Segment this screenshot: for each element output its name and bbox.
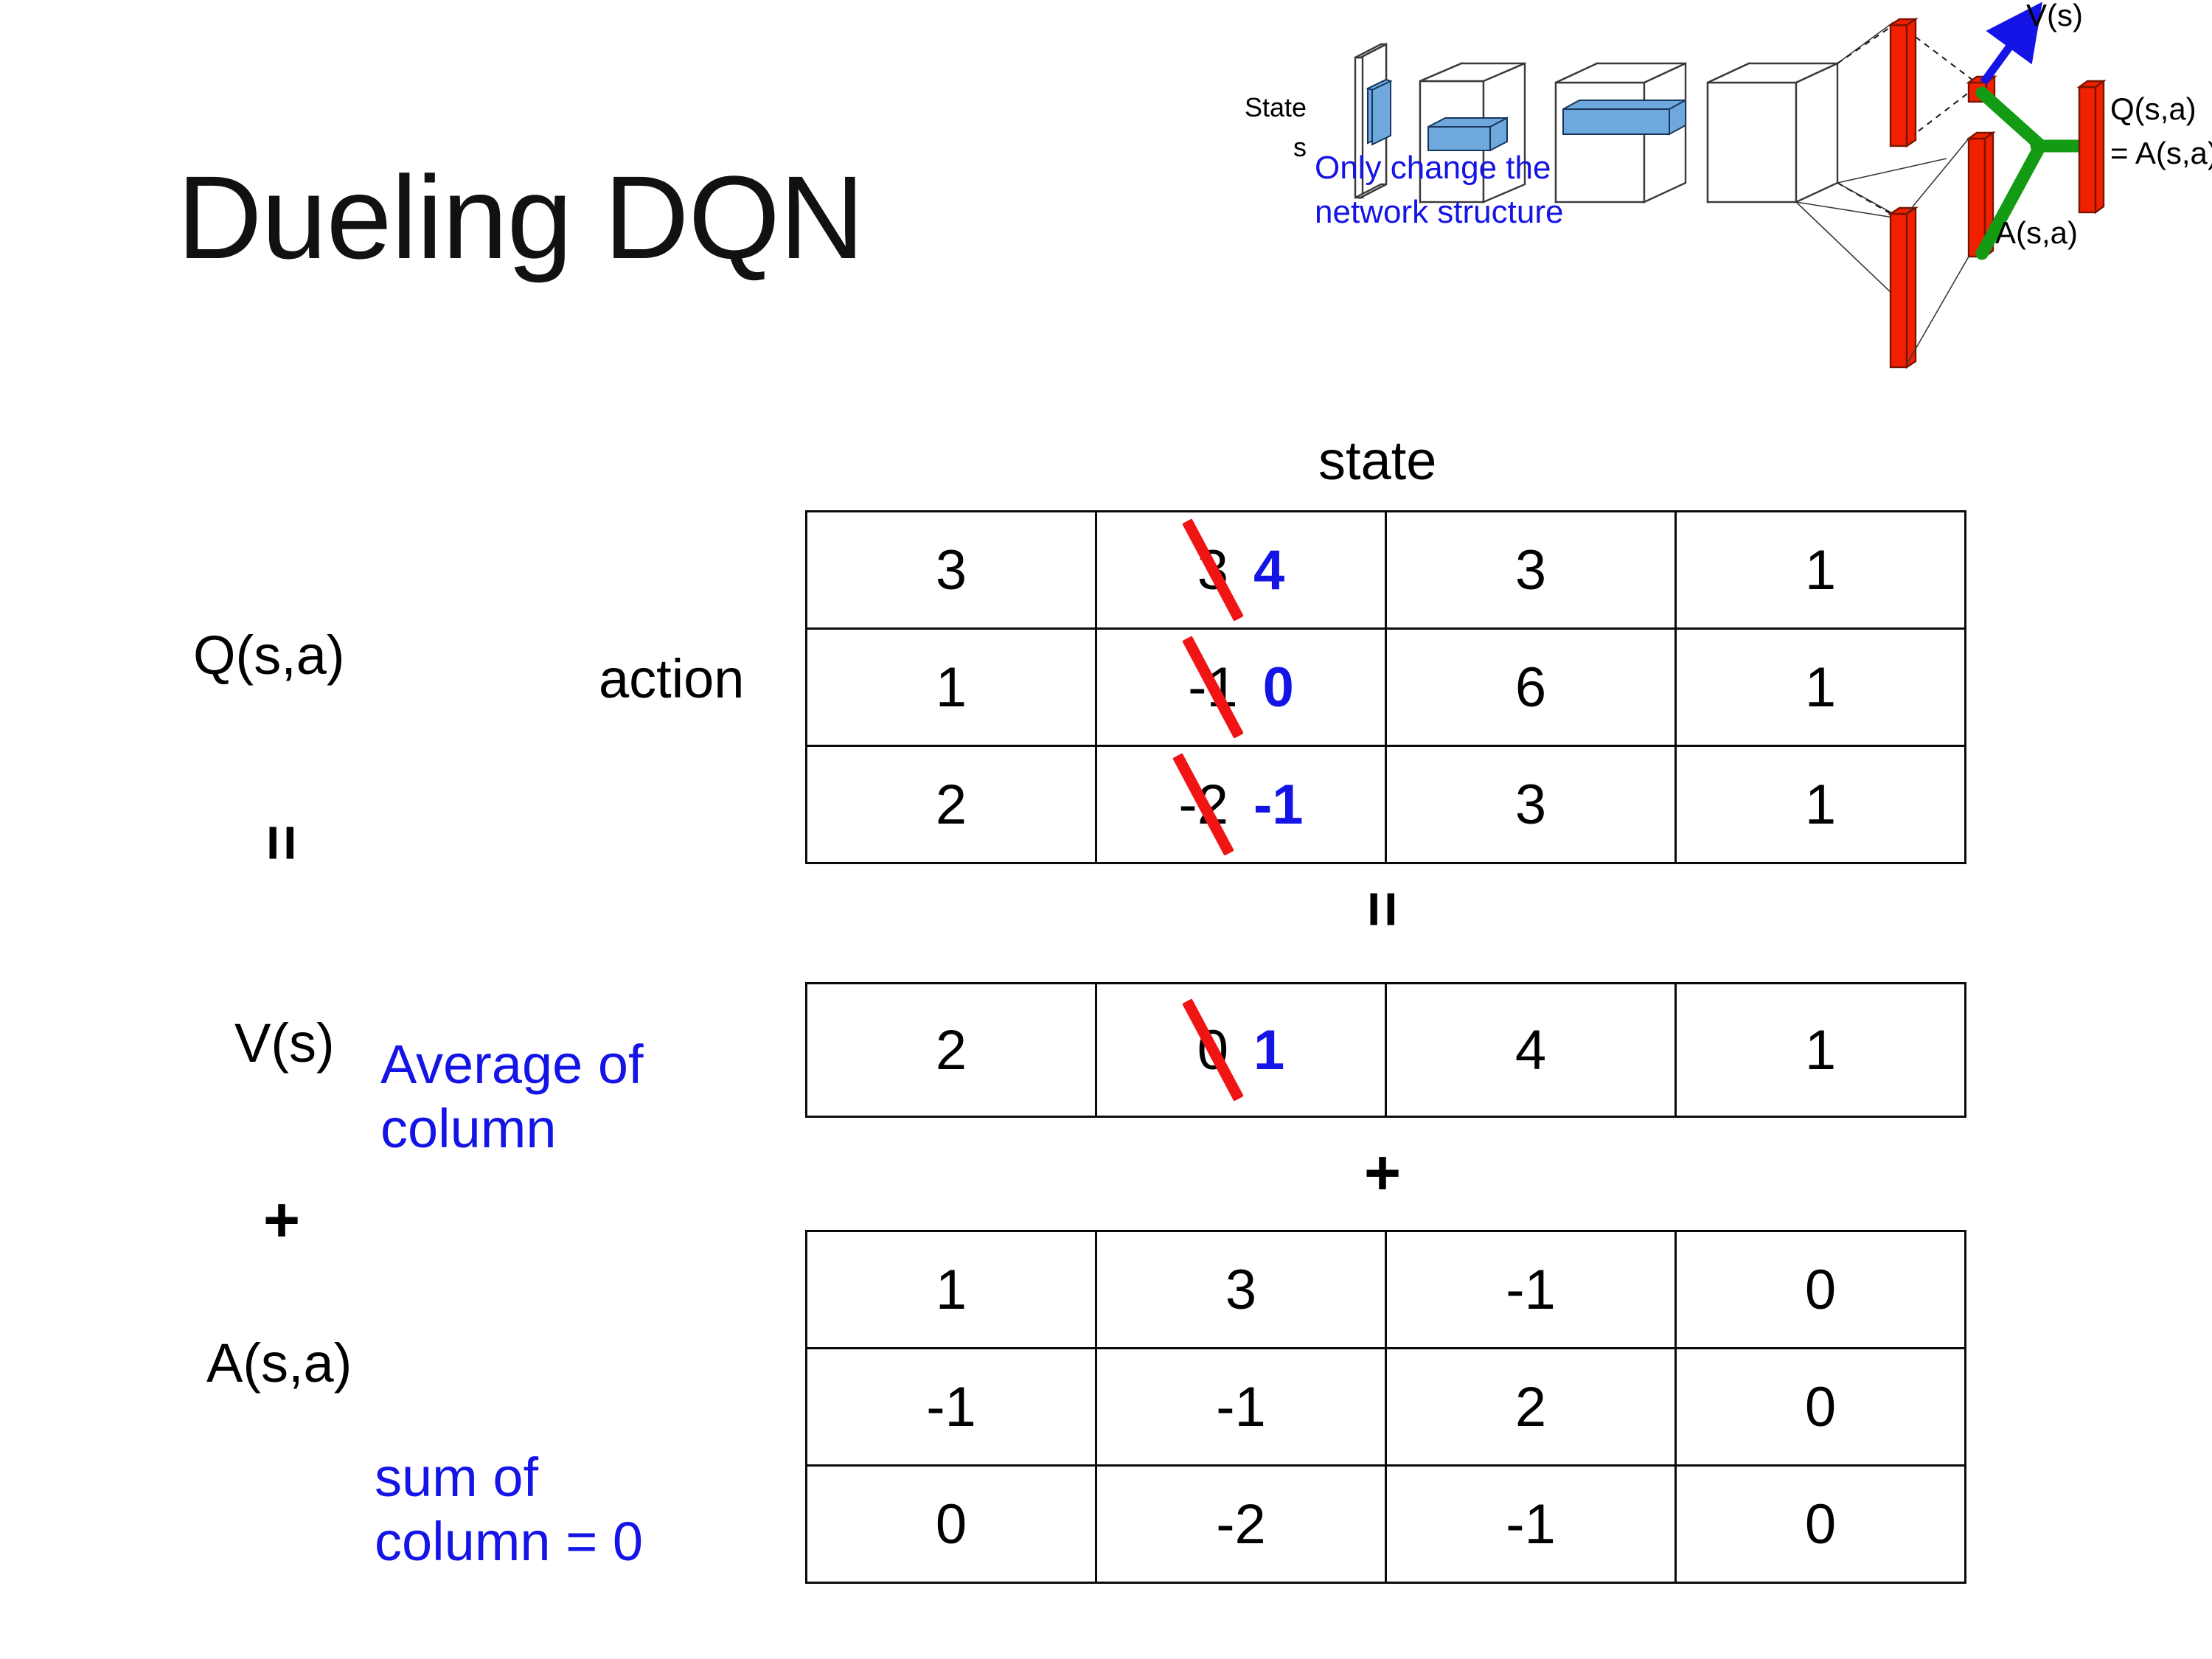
updated-value: 1 [1253,1018,1285,1082]
table-row: 1 3 -1 0 [805,1230,1966,1349]
a-cell: -1 [805,1347,1097,1467]
q-cell: 3 [805,510,1097,630]
a-cell: 0 [1674,1464,1966,1584]
equals-sign-2: = [1346,890,1418,928]
q-cell: 2 [805,745,1097,864]
q-cell-edited: 3 4 [1095,510,1387,630]
table-row: 2 0 1 4 1 [805,982,1966,1118]
table-row: 1 -1 0 6 1 [805,627,1966,747]
q-value-table: 3 3 4 3 1 1 -1 0 [805,510,1966,864]
q-cell: 6 [1385,627,1677,747]
table-row: 2 -2 -1 3 1 [805,745,1966,864]
diagram-note-line1: Only change the [1315,150,1551,186]
equals-sign-1: = [246,824,317,862]
a-cell: -1 [1095,1347,1387,1467]
state-axis-label: state [1318,430,1437,491]
average-of-column-note: Average of column [380,1034,644,1160]
updated-value: 0 [1262,655,1294,719]
a-cell: 0 [1674,1347,1966,1467]
a-cell: 2 [1385,1347,1677,1467]
a-cell: 0 [1674,1230,1966,1349]
diagram-advantage-label: A(s,a) [1995,215,2078,250]
table-row: 0 -2 -1 0 [805,1464,1966,1584]
diagram-value-label: V(s) [2026,0,2083,32]
value-table: 2 0 1 4 1 [805,982,1966,1118]
v-cell: 1 [1674,982,1966,1118]
a-function-label: A(s,a) [206,1332,352,1394]
updated-value: -1 [1253,773,1304,836]
v-cell: 4 [1385,982,1677,1118]
dueling-network-diagram: State s Only change the network structur… [1099,0,2212,413]
sum-of-column-note: sum of column = 0 [375,1447,644,1573]
a-cell: 3 [1095,1230,1387,1349]
a-cell: -1 [1385,1464,1677,1584]
v-cell: 2 [805,982,1097,1118]
diagram-note-line2: network structure [1315,194,1563,230]
advantage-table: 1 3 -1 0 -1 -1 2 0 [805,1230,1966,1584]
q-cell: 1 [1674,745,1966,864]
action-axis-label: action [599,648,745,709]
q-cell: 1 [805,627,1097,747]
q-cell: 1 [1674,627,1966,747]
table-row: -1 -1 2 0 [805,1347,1966,1467]
v-cell-edited: 0 1 [1095,982,1387,1118]
a-cell: -1 [1385,1230,1677,1349]
plus-sign-1: + [262,1185,301,1256]
q-cell-edited: -1 0 [1095,627,1387,747]
table-row: 3 3 4 3 1 [805,510,1966,630]
a-cell: 0 [805,1464,1097,1584]
q-cell: 1 [1674,510,1966,630]
updated-value: 4 [1253,538,1285,602]
q-function-label: Q(s,a) [193,625,345,686]
q-cell-edited: -2 -1 [1095,745,1387,864]
diagram-input-label-line1: State [1245,92,1307,122]
q-cell: 3 [1385,510,1677,630]
diagram-q-label-line2: = A(s,a)+V(s) [2110,136,2212,170]
diagram-q-label-line1: Q(s,a) [2110,91,2197,126]
v-function-label: V(s) [234,1012,335,1074]
plus-sign-2: + [1363,1138,1402,1208]
a-cell: -2 [1095,1464,1387,1584]
page-title: Dueling DQN [177,151,865,283]
a-cell: 1 [805,1230,1097,1349]
diagram-input-label-line2: s [1293,132,1307,162]
q-cell: 3 [1385,745,1677,864]
